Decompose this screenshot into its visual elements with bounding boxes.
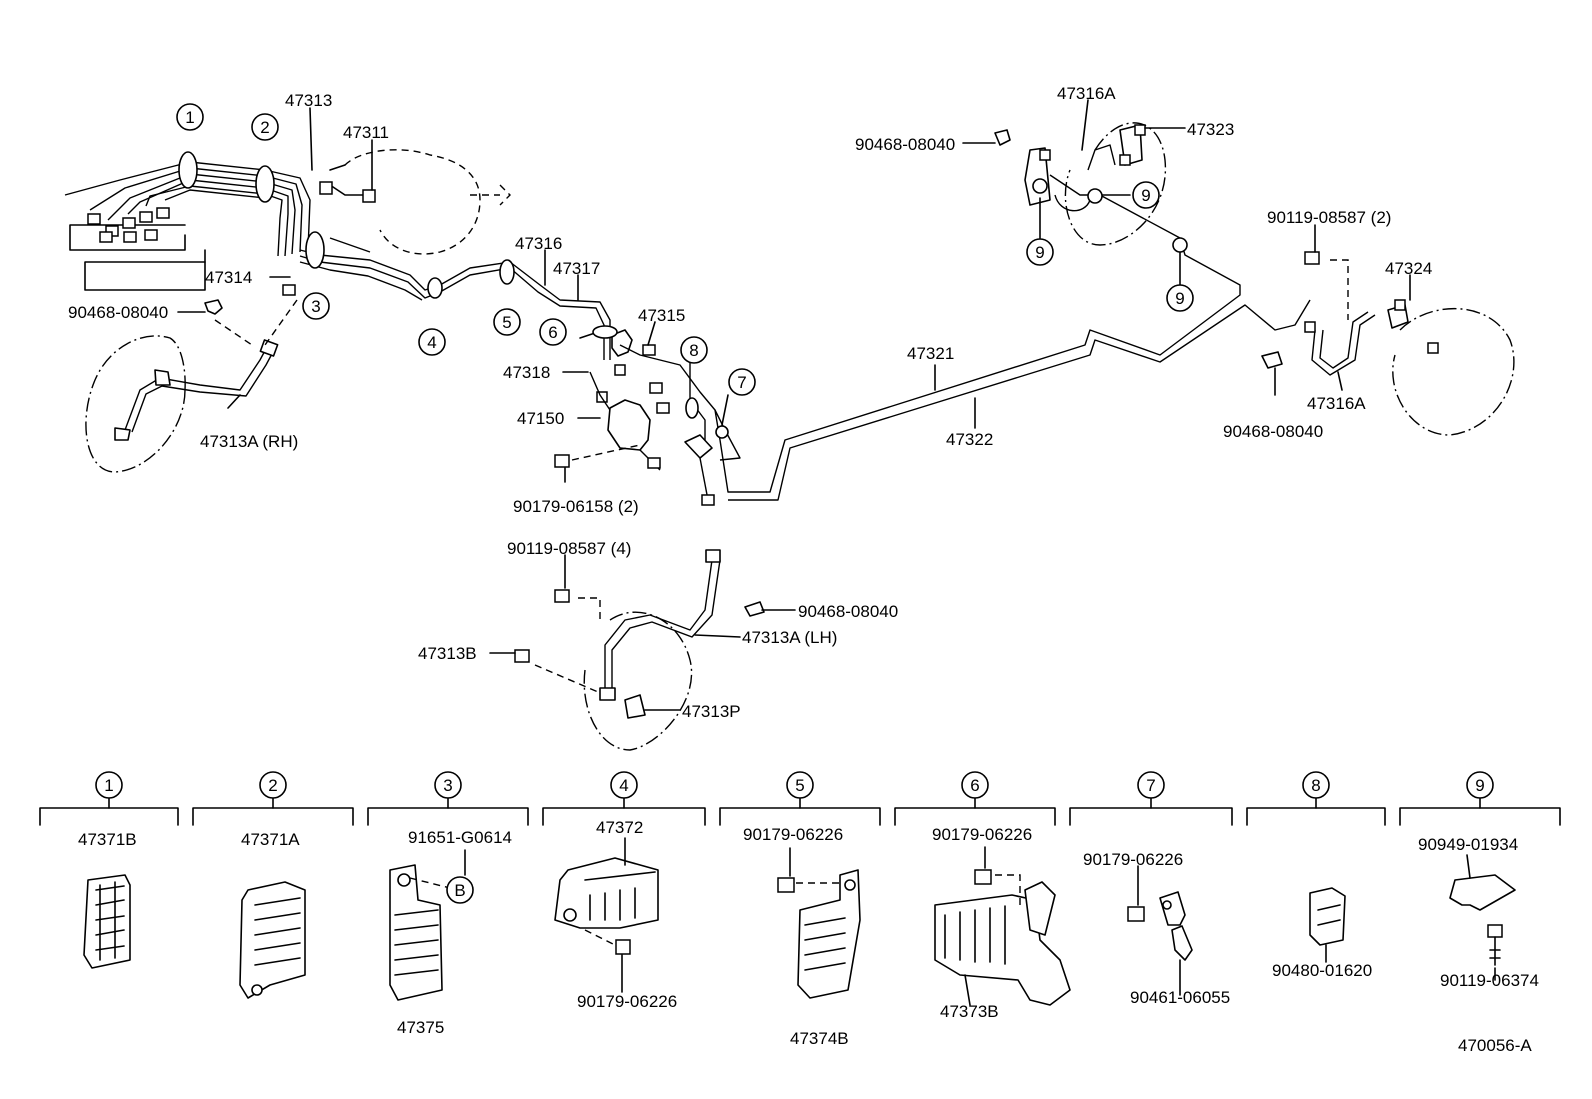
label-47316a-top: 47316A bbox=[1057, 84, 1116, 103]
clip-90468-d bbox=[744, 601, 765, 617]
label-47323: 47323 bbox=[1187, 120, 1234, 139]
legend-num-1: 1 bbox=[104, 776, 113, 795]
label-47316a-right: 47316A bbox=[1307, 394, 1366, 413]
legend-90179-06226-g7: 90179-06226 bbox=[1083, 850, 1183, 869]
label-90468-08040-d: 90468-08040 bbox=[798, 602, 898, 621]
clip-90468-c bbox=[1261, 351, 1283, 369]
bolt-47313b bbox=[514, 649, 530, 663]
label-47314: 47314 bbox=[205, 268, 252, 287]
callout-3: 3 bbox=[311, 297, 320, 316]
legend-num-6: 6 bbox=[970, 776, 979, 795]
abs-actuator bbox=[589, 329, 670, 471]
label-47313a-rh: 47313A (RH) bbox=[200, 432, 298, 451]
leader-lines bbox=[177, 99, 1411, 711]
label-47324: 47324 bbox=[1385, 259, 1432, 278]
legend-num-2: 2 bbox=[268, 776, 277, 795]
label-90468-08040-a: 90468-08040 bbox=[68, 303, 168, 322]
legend-num-9: 9 bbox=[1475, 776, 1484, 795]
legend-num-5: 5 bbox=[795, 776, 804, 795]
master-cylinder-block bbox=[69, 207, 206, 291]
label-90468-08040-b: 90468-08040 bbox=[855, 135, 955, 154]
label-47316: 47316 bbox=[515, 234, 562, 253]
label-47313a-lh: 47313A (LH) bbox=[742, 628, 837, 647]
clamp-47375 bbox=[389, 849, 474, 1001]
legend-90179-06226-g6: 90179-06226 bbox=[932, 825, 1032, 844]
clip-90468-b bbox=[994, 129, 1011, 146]
clamp-47374b bbox=[777, 847, 861, 999]
front-wheel-rh bbox=[85, 299, 298, 473]
legend-90119-06374: 90119-06374 bbox=[1440, 971, 1539, 990]
label-47311: 47311 bbox=[343, 123, 389, 142]
legend-47373b: 47373B bbox=[940, 1002, 999, 1021]
clip-90468-a bbox=[204, 299, 223, 315]
nut-90179-06158 bbox=[554, 454, 570, 468]
brake-booster-outline bbox=[344, 149, 511, 255]
legend-num-4: 4 bbox=[619, 776, 628, 795]
label-47313p: 47313P bbox=[682, 702, 741, 721]
rear-wheel-upper bbox=[1024, 122, 1167, 246]
callout-6: 6 bbox=[548, 323, 557, 342]
bracket-90949-01934 bbox=[1449, 854, 1516, 981]
clamp-90480-01620 bbox=[1309, 887, 1346, 963]
callout-4: 4 bbox=[427, 333, 436, 352]
clamp-90461-06055 bbox=[1127, 865, 1193, 996]
tube-clamps bbox=[178, 151, 1188, 439]
clamp-47371b bbox=[83, 874, 131, 969]
callout-circles bbox=[176, 103, 1194, 396]
legend-90480-01620: 90480-01620 bbox=[1272, 961, 1372, 980]
legend-90179-06226-g4: 90179-06226 bbox=[577, 992, 677, 1011]
label-47313: 47313 bbox=[285, 91, 332, 110]
legend-90461-06055: 90461-06055 bbox=[1130, 988, 1230, 1007]
callout-9a: 9 bbox=[1035, 243, 1044, 262]
label-47317: 47317 bbox=[553, 259, 600, 278]
center-tubes bbox=[299, 237, 611, 360]
label-47150: 47150 bbox=[517, 409, 564, 428]
booster-nut-2 bbox=[362, 189, 376, 203]
label-47313b: 47313B bbox=[418, 644, 477, 663]
label-90119-08587-2: 90119-08587 (2) bbox=[1267, 208, 1391, 227]
booster-nut-1 bbox=[319, 181, 333, 195]
rear-tubes bbox=[619, 194, 1311, 506]
legend-circles bbox=[95, 771, 1494, 799]
clamp-47371a bbox=[239, 881, 306, 999]
legend-47371b: 47371B bbox=[78, 830, 137, 849]
diagram-reference: 470056-A bbox=[1458, 1036, 1532, 1055]
label-47318: 47318 bbox=[503, 363, 550, 382]
legend-47375: 47375 bbox=[397, 1018, 444, 1037]
callout-8: 8 bbox=[689, 341, 698, 360]
callout-9c: 9 bbox=[1175, 289, 1184, 308]
label-90468-08040-c: 90468-08040 bbox=[1223, 422, 1323, 441]
callout-7: 7 bbox=[737, 373, 746, 392]
legend-b: B bbox=[454, 881, 465, 900]
clamp-47373b bbox=[934, 846, 1071, 1006]
legend-47371a: 47371A bbox=[241, 830, 300, 849]
callout-2: 2 bbox=[260, 118, 269, 137]
callout-1: 1 bbox=[185, 108, 194, 127]
front-wheel-lh bbox=[534, 549, 721, 751]
legend-90179-06226-g5: 90179-06226 bbox=[743, 825, 843, 844]
legend-90949-01934: 90949-01934 bbox=[1418, 835, 1518, 854]
label-90179-06158: 90179-06158 (2) bbox=[513, 497, 639, 516]
label-90119-08587-4: 90119-08587 (4) bbox=[507, 539, 631, 558]
legend-num-7: 7 bbox=[1146, 776, 1155, 795]
clamp-47372 bbox=[554, 837, 659, 993]
label-47322: 47322 bbox=[946, 430, 993, 449]
legend-47374b: 47374B bbox=[790, 1029, 849, 1048]
nut-47314 bbox=[282, 284, 296, 296]
callout-5: 5 bbox=[502, 313, 511, 332]
label-47315: 47315 bbox=[638, 306, 685, 325]
legend-num-3: 3 bbox=[443, 776, 452, 795]
label-47321: 47321 bbox=[907, 344, 954, 363]
legend-brackets bbox=[39, 797, 1561, 826]
rear-wheel-right bbox=[1304, 251, 1515, 436]
callout-9b: 9 bbox=[1141, 186, 1150, 205]
legend-num-8: 8 bbox=[1311, 776, 1320, 795]
legend-91651-g0614: 91651-G0614 bbox=[408, 828, 512, 847]
legend-47372: 47372 bbox=[596, 818, 643, 837]
